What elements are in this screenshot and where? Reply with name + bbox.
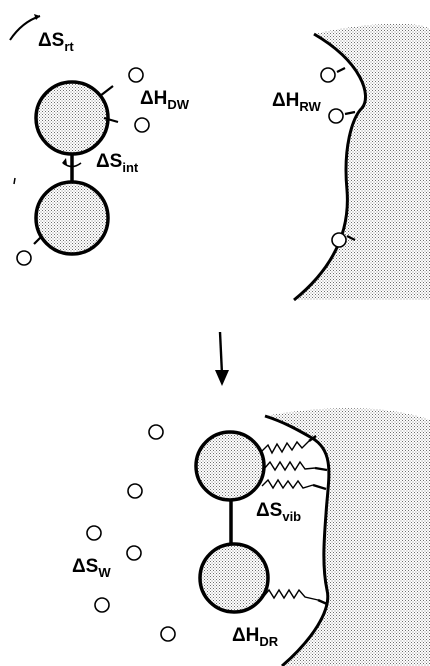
- label-ds-w-sub: W: [98, 565, 111, 580]
- label-dh-dw: ΔHDW: [140, 88, 190, 112]
- drug-bound-waters: [16, 67, 150, 266]
- label-ds-w-symbol: ΔS: [72, 556, 98, 577]
- zigzag-bond: [263, 588, 319, 601]
- label-ds-vib-symbol: ΔS: [256, 500, 282, 521]
- label-ds-int-sub: int: [122, 160, 139, 175]
- water-molecule: [94, 597, 110, 613]
- water-molecule: [126, 545, 142, 561]
- receptor-edge-bottom: [264, 414, 331, 666]
- stray-mark: [13, 177, 16, 185]
- water-molecule: [16, 250, 32, 266]
- water-molecule: [328, 108, 344, 124]
- water-molecule: [160, 626, 176, 642]
- water-molecule: [127, 483, 143, 499]
- receptor-surface-top: [294, 23, 430, 300]
- drug-upper-sphere: [34, 80, 110, 156]
- label-dh-dw-sub: DW: [167, 97, 189, 112]
- label-dh-dw-symbol: ΔH: [140, 88, 167, 109]
- label-dh-dr: ΔHDR: [232, 625, 279, 649]
- unbound-state: ΔSrt ΔSint ΔHDW: [9, 14, 430, 302]
- contact-stubs: [308, 435, 328, 606]
- free-waters: [86, 424, 176, 642]
- label-ds-vib-sub: vib: [282, 509, 301, 524]
- label-ds-rt-sub: rt: [64, 39, 74, 54]
- label-dh-rw-symbol: ΔH: [272, 90, 299, 111]
- label-ds-rt: ΔSrt: [38, 30, 74, 54]
- label-dh-dr-symbol: ΔH: [232, 625, 259, 646]
- water-molecule: [148, 424, 164, 440]
- receptor-bound-waters: [320, 67, 356, 248]
- binding-arrow-icon: [215, 331, 229, 386]
- label-ds-w: ΔSW: [72, 556, 111, 580]
- bound-drug-upper-sphere: [194, 430, 266, 502]
- water-molecule: [134, 117, 150, 133]
- label-ds-rt-symbol: ΔS: [38, 30, 64, 51]
- water-molecule: [331, 232, 347, 248]
- zigzag-bond: [263, 460, 316, 472]
- zigzag-bond: [261, 440, 310, 455]
- vibrational-bonds: [261, 440, 319, 601]
- receptor-edge-top: [293, 32, 367, 302]
- label-dh-rw: ΔHRW: [272, 90, 322, 114]
- bound-state: ΔSvib ΔHDR ΔSW: [72, 408, 430, 666]
- label-ds-int: ΔSint: [96, 151, 139, 175]
- internal-rotation-arrow-icon: [62, 158, 82, 168]
- label-ds-int-symbol: ΔS: [96, 151, 122, 172]
- drug-lower-sphere: [34, 180, 110, 256]
- receptor-surface-bottom: [265, 408, 430, 666]
- rotation-arrow-icon: [9, 14, 41, 41]
- bound-drug-lower-sphere: [198, 542, 270, 614]
- label-dh-dr-sub: DR: [259, 634, 278, 649]
- water-molecule: [128, 67, 144, 83]
- zigzag-bond: [261, 478, 314, 490]
- water-molecule: [86, 525, 102, 541]
- label-ds-vib: ΔSvib: [256, 500, 301, 524]
- label-dh-rw-sub: RW: [299, 99, 321, 114]
- water-molecule: [320, 67, 336, 83]
